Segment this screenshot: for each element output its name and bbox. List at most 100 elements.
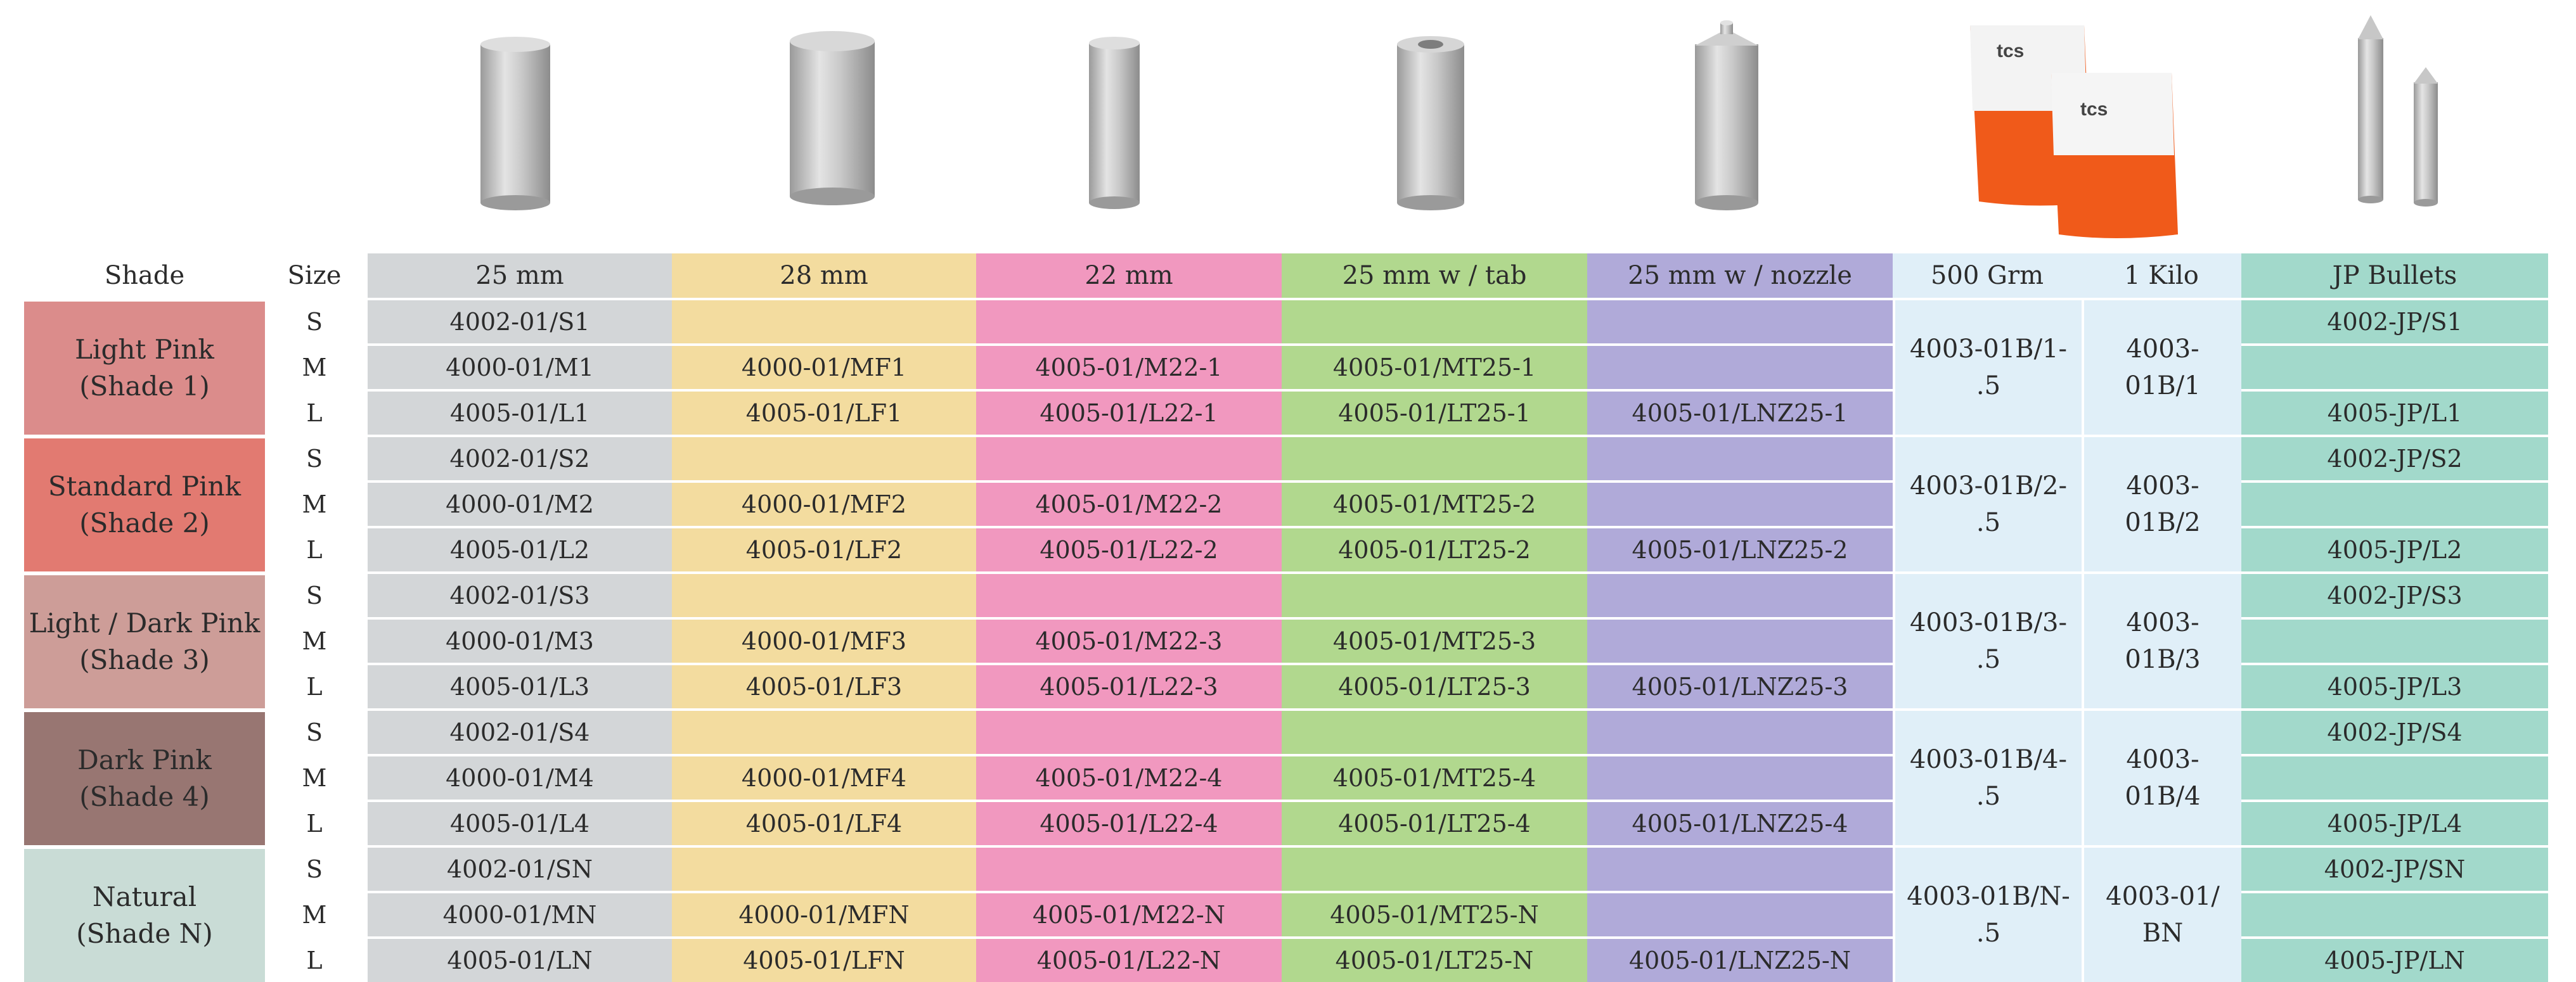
bulk-1-kilo-cell: 4003- 01B/2	[2082, 435, 2241, 571]
bulk-500-grm-cell: 4003-01B/1- .5	[1893, 298, 2082, 435]
part-number-cell: 4005-01/MT25-N	[1282, 891, 1587, 936]
part-number-cell: 4005-01/LNZ25-3	[1587, 663, 1893, 708]
part-number-cell	[976, 435, 1282, 480]
shade-label: Standard Pink	[48, 471, 242, 502]
part-number-cell: 4005-01/LT25-1	[1282, 389, 1587, 435]
part-number-cell: 4005-01/L4	[364, 800, 672, 845]
cylinder-25mm-tab-image	[1397, 36, 1464, 210]
shade-cell: Light / Dark Pink(Shade 3)	[24, 571, 265, 708]
size-cell: S	[265, 571, 364, 617]
part-number-cell: 4005-01/LNZ25-4	[1587, 800, 1893, 845]
bulk-1-kilo-cell: 4003-01/ BN	[2082, 845, 2241, 982]
header-25mm-tab: 25 mm w / tab	[1282, 253, 1587, 298]
part-number-cell: 4005-01/LF2	[672, 526, 976, 571]
part-number-cell: 4000-01/MF4	[672, 754, 976, 800]
shade-number: (Shade N)	[76, 918, 213, 949]
cylinder-25mm-nozzle-image	[1695, 20, 1758, 210]
size-cell: L	[265, 389, 364, 435]
part-number-cell: 4005-01/LT25-4	[1282, 800, 1587, 845]
size-cell: M	[265, 480, 364, 526]
jp-bullet-cell: 4002-JP/S1	[2241, 298, 2548, 343]
jp-bullet-cell: 4005-JP/L3	[2241, 663, 2548, 708]
size-cell: S	[265, 708, 364, 754]
size-cell: M	[265, 891, 364, 936]
part-number-cell	[1587, 480, 1893, 526]
header-1-kilo: 1 Kilo	[2082, 253, 2241, 298]
jp-bullet-cell	[2241, 754, 2548, 800]
part-number-cell: 4002-01/S2	[364, 435, 672, 480]
bulk-500-grm-cell: 4003-01B/N- .5	[1893, 845, 2082, 982]
part-number-cell: 4000-01/M2	[364, 480, 672, 526]
part-number-cell: 4005-01/LF1	[672, 389, 976, 435]
part-number-cell	[1282, 298, 1587, 343]
jp-bullet-cell: 4002-JP/S3	[2241, 571, 2548, 617]
part-number-cell: 4005-01/LNZ25-1	[1587, 389, 1893, 435]
part-number-cell: 4005-01/LT25-N	[1282, 936, 1587, 982]
part-number-cell: 4005-01/L22-1	[976, 389, 1282, 435]
part-number-cell	[1587, 435, 1893, 480]
header-size: Size	[287, 261, 342, 290]
shade-number: (Shade 1)	[79, 371, 210, 402]
part-number-cell: 4000-01/MF3	[672, 617, 976, 663]
part-number-cell: 4005-01/MT25-3	[1282, 617, 1587, 663]
part-number-cell: 4005-01/LNZ25-N	[1587, 936, 1893, 982]
part-number-cell	[1587, 571, 1893, 617]
part-number-cell	[1587, 891, 1893, 936]
part-number-cell: 4005-01/M22-4	[976, 754, 1282, 800]
shade-number: (Shade 4)	[79, 781, 210, 812]
cylinder-28mm-image	[790, 31, 875, 205]
part-number-cell	[1587, 845, 1893, 891]
shade-number: (Shade 3)	[79, 644, 210, 675]
header-22mm: 22 mm	[976, 253, 1282, 298]
size-cell: M	[265, 343, 364, 389]
shade-label: Natural	[92, 881, 197, 912]
header-jp-bullets: JP Bullets	[2241, 253, 2548, 298]
part-number-cell: 4000-01/MN	[364, 891, 672, 936]
part-number-cell: 4002-01/S1	[364, 298, 672, 343]
part-number-cell: 4005-01/LN	[364, 936, 672, 982]
part-number-cell: 4005-01/L22-4	[976, 800, 1282, 845]
jp-bullet-cell: 4005-JP/L4	[2241, 800, 2548, 845]
part-number-cell	[1587, 298, 1893, 343]
part-number-cell: 4005-01/L3	[364, 663, 672, 708]
part-number-cell: 4005-01/LF4	[672, 800, 976, 845]
jp-bullet-cell: 4005-JP/LN	[2241, 936, 2548, 982]
jp-bullets-image	[2358, 15, 2438, 207]
part-number-cell: 4002-01/S3	[364, 571, 672, 617]
product-table: Shade Size 25 mm 28 mm 22 mm 25 mm w / t…	[24, 253, 2548, 982]
jp-bullet-cell	[2241, 891, 2548, 936]
part-number-cell	[976, 845, 1282, 891]
bulk-1-kilo-cell: 4003- 01B/1	[2082, 298, 2241, 435]
part-number-cell	[1282, 708, 1587, 754]
part-number-cell: 4005-01/M22-2	[976, 480, 1282, 526]
part-number-cell: 4005-01/MT25-1	[1282, 343, 1587, 389]
part-number-cell	[976, 571, 1282, 617]
part-number-cell	[672, 571, 976, 617]
shade-number: (Shade 2)	[79, 507, 210, 539]
jp-bullet-cell: 4002-JP/SN	[2241, 845, 2548, 891]
cylinder-22mm-image	[1089, 37, 1140, 209]
part-number-cell: 4005-01/L22-N	[976, 936, 1282, 982]
bulk-1-kilo-cell: 4003- 01B/3	[2082, 571, 2241, 708]
part-number-cell	[1587, 617, 1893, 663]
bulk-1-kilo-cell: 4003- 01B/4	[2082, 708, 2241, 845]
part-number-cell	[672, 298, 976, 343]
part-number-cell	[1282, 571, 1587, 617]
product-illustrations: tcs tcs	[480, 15, 2438, 238]
part-number-cell: 4000-01/M3	[364, 617, 672, 663]
part-number-cell: 4000-01/MFN	[672, 891, 976, 936]
size-cell: M	[265, 617, 364, 663]
